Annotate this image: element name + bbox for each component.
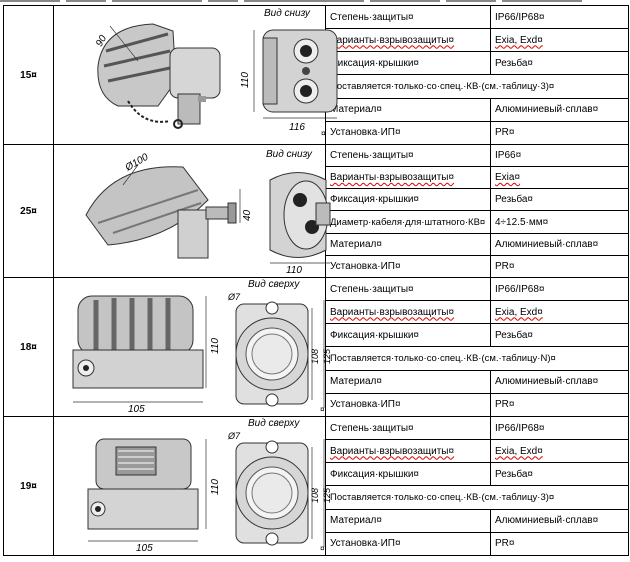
- dim-40: 40: [242, 209, 253, 221]
- dim-110: 110: [210, 338, 221, 354]
- spec-value: Exia, Exd¤: [490, 439, 629, 464]
- drawing-svg: 90 Вид снизу 110 116 ¤: [94, 8, 338, 138]
- row-number: 18¤: [3, 277, 54, 417]
- spec-value: IP66/IP68¤: [490, 4, 629, 30]
- spec-label: Степень·защиты¤: [325, 415, 491, 441]
- spec-value: Алюминиевый·сплав¤: [490, 232, 629, 256]
- dim-108: 108: [310, 349, 320, 364]
- spec-label: Степень·защиты¤: [325, 143, 491, 168]
- spec-label: Материал¤: [325, 508, 491, 533]
- drawing-svg: Ø100 40 Вид снизу 110: [85, 149, 331, 276]
- spec-value: Резьба¤: [490, 323, 629, 348]
- enclosure-drawing-15: 90 Вид снизу 110 116 ¤: [53, 5, 338, 145]
- spec-note: Поставляется·только·со·спец.·КВ·(см.·таб…: [325, 74, 629, 99]
- spec-value: IP66¤: [490, 143, 629, 168]
- view-label: Вид сверху: [248, 279, 300, 290]
- drawing-svg: 110 105 Вид сверху Ø7 108: [72, 279, 332, 415]
- dim-d7: Ø7: [227, 431, 241, 441]
- spec-row-19: 19¤ 110 105 Ви: [3, 415, 629, 556]
- row-number: 19¤: [3, 416, 54, 556]
- spec-label: Варианты·взрывозащиты¤: [325, 439, 491, 464]
- end-mark: ¤: [320, 405, 325, 414]
- dim-105: 105: [128, 404, 145, 415]
- spec-label: Фиксация·крышки¤: [325, 462, 491, 487]
- dim-116: 116: [289, 122, 305, 133]
- spec-label: Установка·ИП¤: [325, 392, 491, 418]
- row-number: 15¤: [3, 5, 54, 145]
- spec-value: IP66/IP68¤: [490, 415, 629, 441]
- spec-label: Степень·защиты¤: [325, 4, 491, 30]
- cut-off-text-strip: [0, 0, 630, 5]
- dim-110: 110: [286, 265, 302, 276]
- spec-label: Диаметр·кабеля·для·штатного·КВ¤: [325, 210, 491, 234]
- spec-value: Exia¤: [490, 166, 629, 190]
- spec-value: Exia, Exd¤: [490, 28, 629, 53]
- enclosure-spec-table: 15¤ 90: [3, 4, 629, 557]
- enclosure-drawing-18: 110 105 Вид сверху Ø7 108: [53, 277, 332, 417]
- spec-value: Алюминиевый·сплав¤: [490, 508, 629, 533]
- spec-label: Материал¤: [325, 369, 491, 394]
- dim-125: 125: [322, 487, 332, 503]
- spec-label: Материал¤: [325, 97, 491, 122]
- spec-value: PR¤: [490, 120, 629, 146]
- spec-label: Установка·ИП¤: [325, 531, 491, 557]
- dim-110: 110: [210, 479, 221, 495]
- spec-value: Резьба¤: [490, 51, 629, 76]
- spec-label: Фиксация·крышки¤: [325, 188, 491, 212]
- spec-label: Степень·защиты¤: [325, 276, 491, 302]
- spec-row-25: 25¤ Ø100 40 Вид снизу: [3, 143, 629, 278]
- spec-row-15: 15¤ 90: [3, 4, 629, 145]
- spec-label: Установка·ИП¤: [325, 254, 491, 279]
- spec-value: IP66/IP68¤: [490, 276, 629, 302]
- spec-note: Поставляется·только·со·спец.·КВ·(см.·таб…: [325, 485, 629, 510]
- dim-110: 110: [240, 72, 251, 88]
- spec-value: Резьба¤: [490, 188, 629, 212]
- enclosure-drawing-25: Ø100 40 Вид снизу 110: [53, 144, 331, 278]
- spec-value: PR¤: [490, 531, 629, 557]
- row-number: 25¤: [3, 144, 54, 278]
- spec-label: Установка·ИП¤: [325, 120, 491, 146]
- dim-125: 125: [322, 348, 332, 364]
- view-label: Вид сверху: [248, 418, 300, 429]
- view-label: Вид снизу: [264, 8, 311, 19]
- dim-90: 90: [94, 33, 109, 49]
- spec-label: Фиксация·крышки¤: [325, 323, 491, 348]
- spec-note: Поставляется·только·со·спец.·КВ·(см.·таб…: [325, 346, 629, 371]
- spec-value: PR¤: [490, 392, 629, 418]
- spec-value: PR¤: [490, 254, 629, 279]
- spec-value: Алюминиевый·сплав¤: [490, 97, 629, 122]
- spec-value: Exia, Exd¤: [490, 300, 629, 325]
- spec-value: 4÷12.5·мм¤: [490, 210, 629, 234]
- spec-value: Алюминиевый·сплав¤: [490, 369, 629, 394]
- dim-d7: Ø7: [227, 292, 241, 302]
- spec-label: Материал¤: [325, 232, 491, 256]
- spec-value: Резьба¤: [490, 462, 629, 487]
- spec-label: Варианты·взрывозащиты¤: [325, 300, 491, 325]
- spec-label: Варианты·взрывозащиты¤: [325, 28, 491, 53]
- view-label: Вид снизу: [266, 149, 313, 160]
- spec-label: Фиксация·крышки¤: [325, 51, 491, 76]
- spec-label: Варианты·взрывозащиты¤: [325, 166, 491, 190]
- spec-row-18: 18¤ 110 105 Вид сверху: [3, 276, 629, 417]
- dim-108: 108: [310, 488, 320, 503]
- end-mark: ¤: [321, 129, 326, 138]
- enclosure-drawing-19: 110 105 Вид сверху Ø7 108: [53, 416, 332, 556]
- dim-105: 105: [136, 543, 153, 554]
- drawing-svg: 110 105 Вид сверху Ø7 108: [87, 418, 332, 554]
- end-mark: ¤: [320, 544, 325, 553]
